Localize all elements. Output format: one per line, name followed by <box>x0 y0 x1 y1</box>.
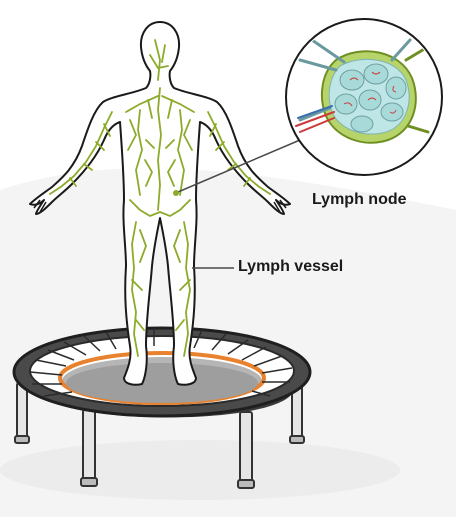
lymph-vessel-label: Lymph vessel <box>238 258 344 275</box>
trampoline-frame <box>12 326 312 418</box>
human-figure <box>29 21 291 386</box>
lymph-node-magnifier-icon <box>285 18 443 176</box>
leader-line-node <box>173 139 301 196</box>
lymph-vessel-network <box>49 39 271 357</box>
lymph-node-label: Lymph node <box>312 191 407 208</box>
trampoline-legs <box>14 382 305 489</box>
